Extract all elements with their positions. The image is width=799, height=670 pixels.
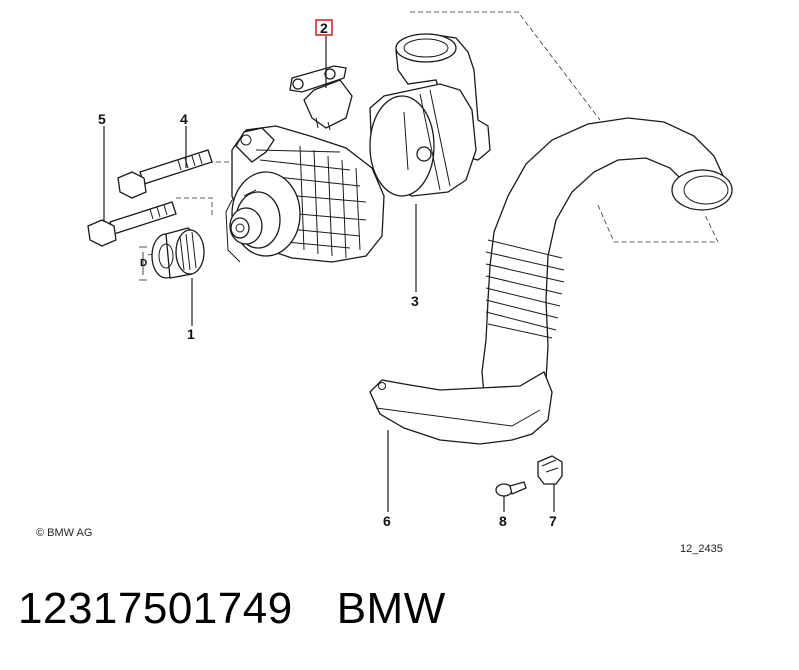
alternator-body	[225, 125, 385, 263]
callout-8: 8	[499, 513, 507, 529]
callout-6: 6	[383, 513, 391, 529]
drawing-number: 12_2435	[680, 543, 723, 555]
part-number: 12317501749	[18, 584, 293, 633]
callout-5: 5	[98, 111, 106, 127]
dimension-label: D	[140, 258, 147, 269]
callout-7: 7	[549, 513, 557, 529]
leader-lines	[103, 36, 555, 512]
bolt-part-5	[87, 201, 177, 247]
part-caption: 12317501749 BMW	[18, 584, 446, 654]
callout-2: 2	[320, 20, 328, 36]
screw-part-8	[495, 481, 527, 497]
air-housing-part-3	[369, 33, 491, 197]
callout-3: 3	[411, 293, 419, 309]
copyright-text: © BMW AG	[36, 527, 92, 539]
parts-diagram: 5 4 1 2 3 6 8 7 D © BMW AG 12_2435	[36, 11, 733, 555]
pulley-part-1	[139, 227, 205, 281]
clip-part-7	[537, 455, 563, 485]
brand-name: BMW	[336, 584, 446, 633]
bracket-part-2	[289, 65, 353, 131]
bolt-part-4	[117, 149, 213, 199]
callout-1: 1	[187, 326, 195, 342]
intake-hose-part-6	[369, 117, 733, 445]
highlight-box-callout-2	[315, 19, 333, 36]
callout-4: 4	[180, 111, 188, 127]
